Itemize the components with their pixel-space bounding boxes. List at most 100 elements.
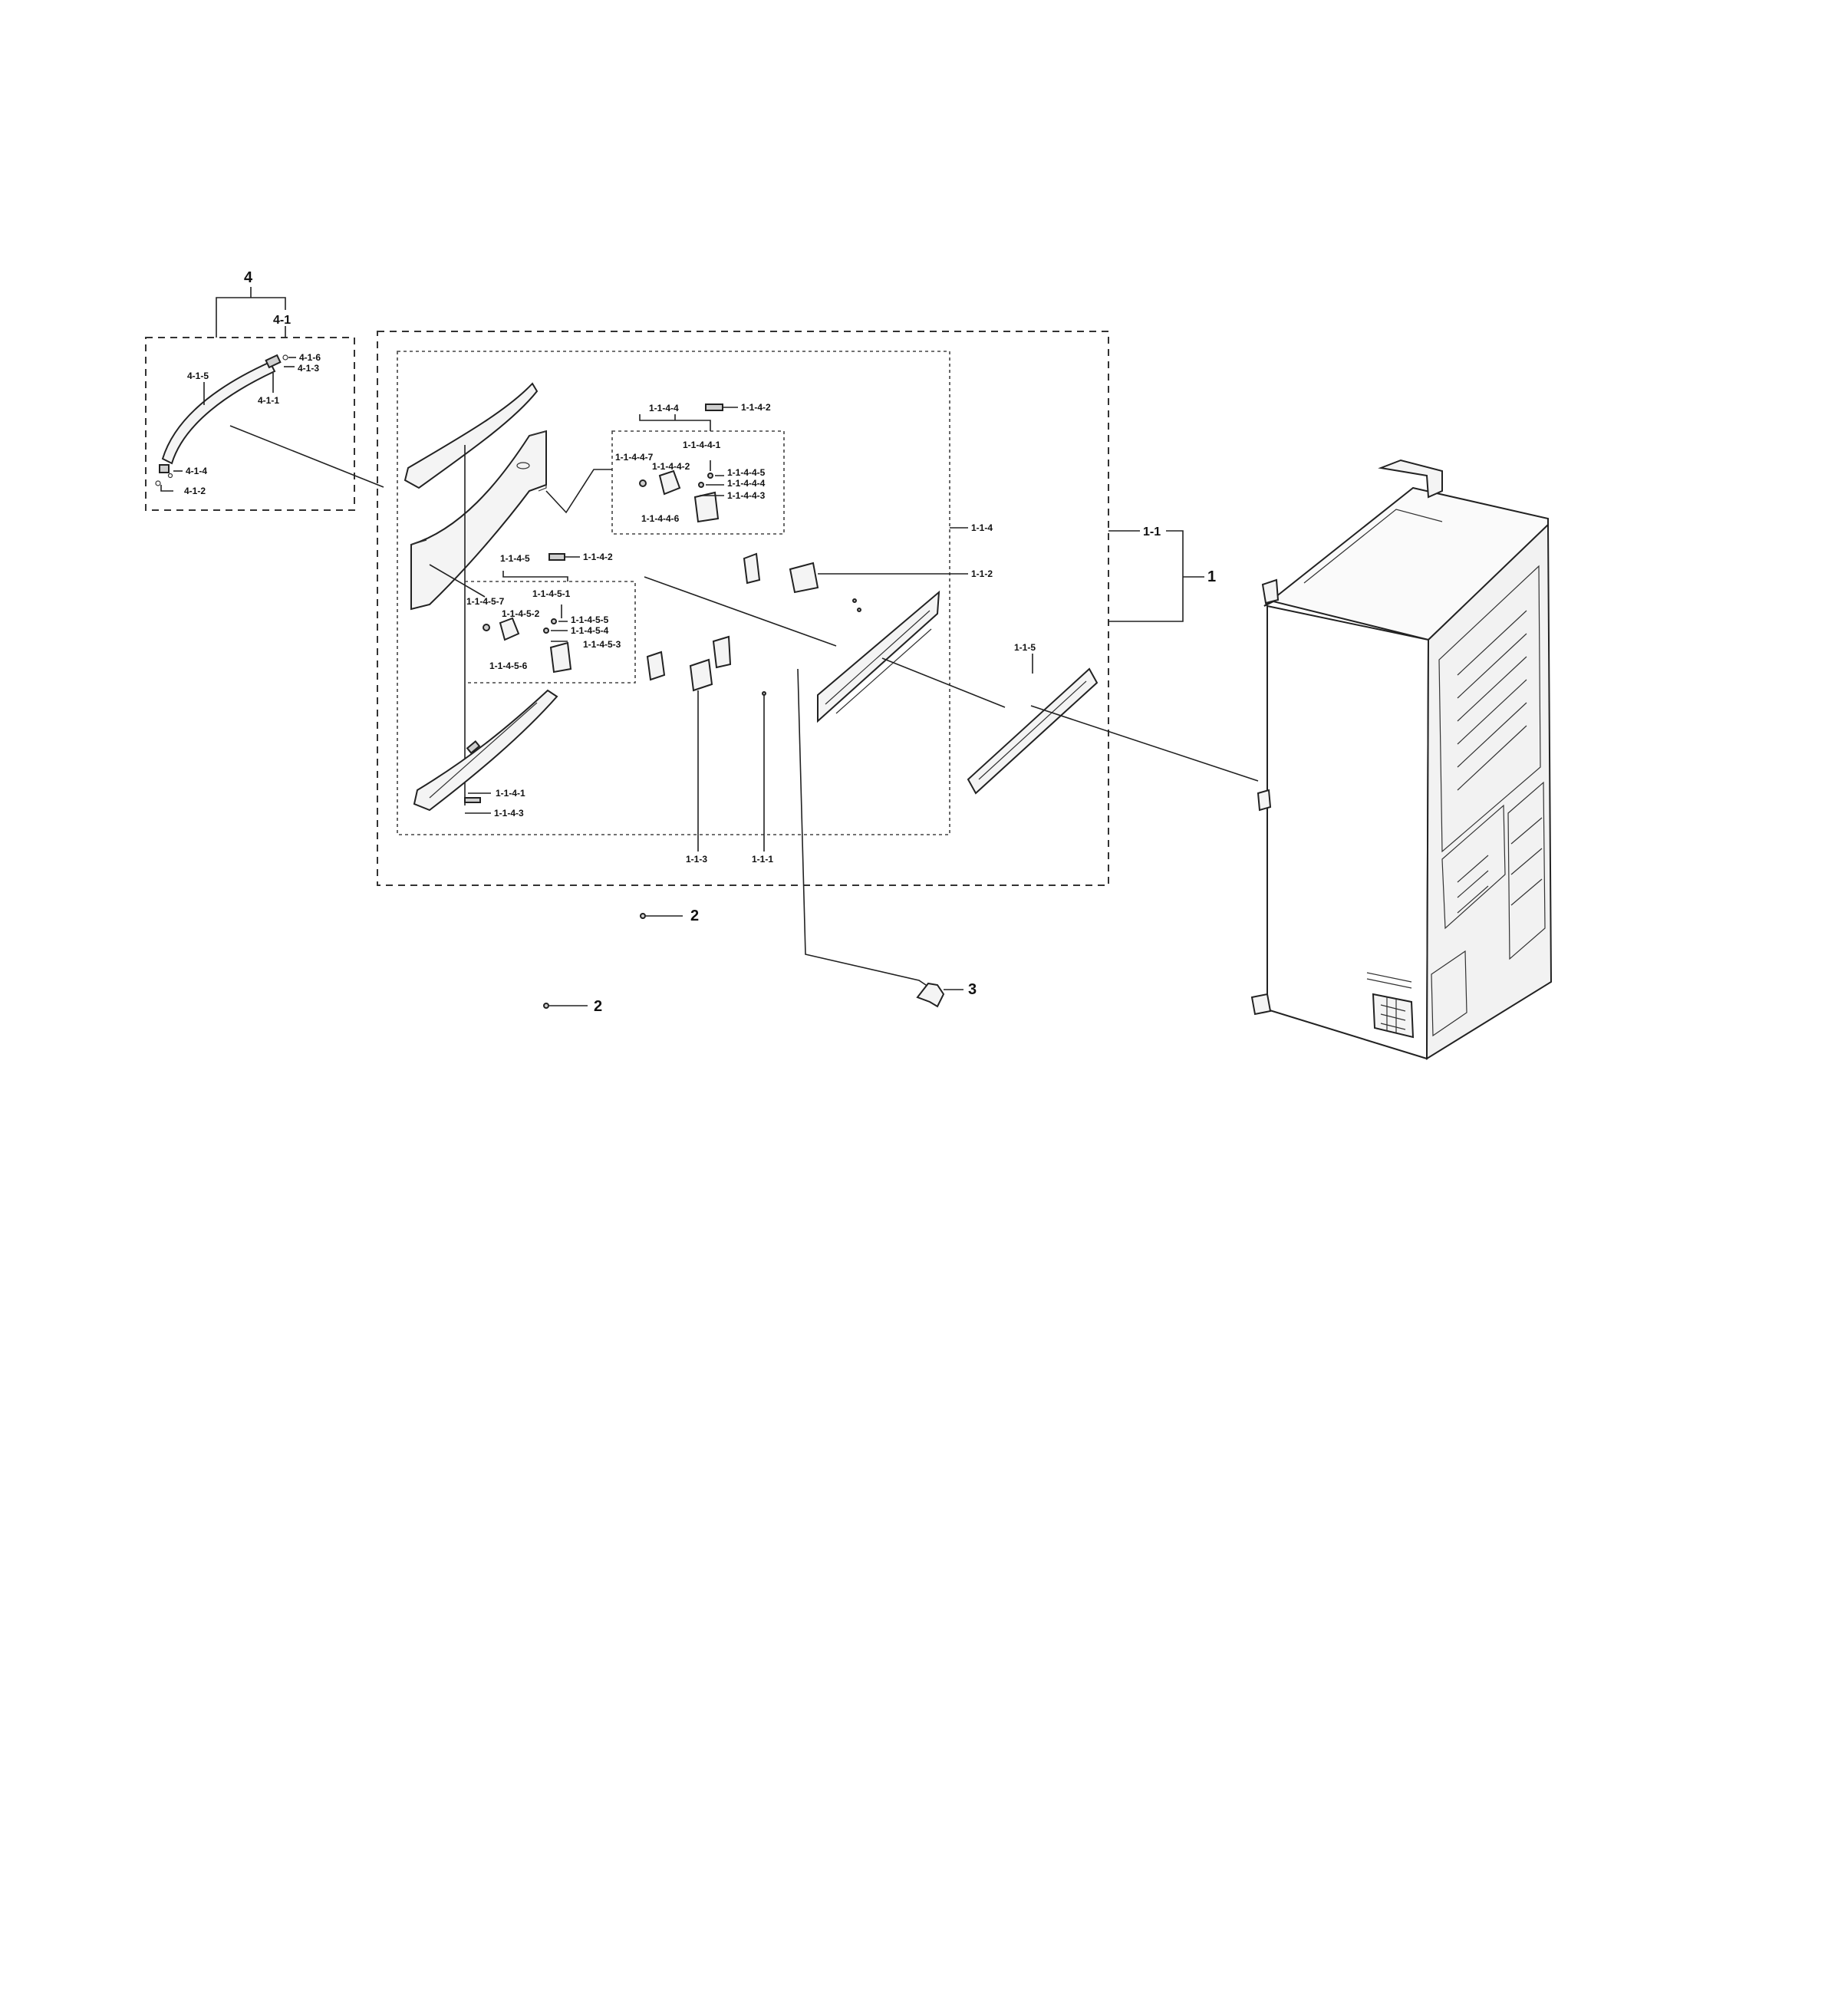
hinge-pin-cover <box>705 404 723 411</box>
label-1-1-4-2b: 1-1-4-2 <box>583 552 613 562</box>
handle-assembly-box <box>145 337 355 511</box>
top-hinge-bracket <box>1378 459 1443 499</box>
hinge-bracket <box>693 491 720 523</box>
label-1-1-4-4-4: 1-1-4-4-4 <box>727 478 766 489</box>
lower-cap-screw <box>464 797 481 803</box>
label-1-1-4-4-2: 1-1-4-4-2 <box>652 461 690 472</box>
screw-dot-2 <box>857 608 861 612</box>
rear-grille <box>1372 993 1415 1039</box>
handle-bar <box>161 361 276 465</box>
label-1-1-4-5: 1-1-4-5 <box>500 553 530 564</box>
label-2a: 2 <box>690 908 699 924</box>
assembly-1-1-4-box <box>397 351 950 835</box>
part-3-clip <box>916 982 945 1008</box>
top-rail <box>1303 509 1443 584</box>
hinge-screw <box>639 479 647 487</box>
label-1-1-4-4-1: 1-1-4-4-1 <box>683 440 721 450</box>
handle-connection-line <box>229 425 384 488</box>
assembly-1-1-outer-box <box>377 331 1109 886</box>
bracket-4 <box>216 287 286 338</box>
hinge-leaders <box>700 460 724 496</box>
top-left-hinge <box>1261 578 1280 604</box>
label-4-1-3: 4-1-3 <box>298 363 319 374</box>
upper-door-cap-edge <box>410 430 547 545</box>
rear-label-lines <box>1366 972 1412 989</box>
top-trim-strip <box>404 382 539 489</box>
door-gasket-inner <box>978 680 1087 780</box>
label-1-1-4-5-2: 1-1-4-5-2 <box>502 608 540 619</box>
upper-door-cap-lip <box>538 485 547 492</box>
handle-screw-bottom <box>155 480 161 486</box>
cabinet-side-face <box>1267 604 1430 1060</box>
hinge-spring <box>698 482 704 488</box>
screw-2b <box>543 1003 549 1009</box>
compressor-cover <box>1507 781 1546 960</box>
label-1-1: 1-1 <box>1143 525 1161 539</box>
label-1-1-4-4-7: 1-1-4-4-7 <box>615 452 654 463</box>
rear-grille-lines <box>1380 997 1406 1033</box>
label-4-1-2: 4-1-2 <box>184 486 206 496</box>
bracket-1-1-2 <box>789 562 819 594</box>
lower-hinge-screw <box>483 624 490 631</box>
label-4-1-6: 4-1-6 <box>299 352 321 363</box>
lower-hinge-leader-line <box>429 564 486 598</box>
refrigerator-cabinet <box>1250 459 1553 1060</box>
label-1-1-4-5-3: 1-1-4-5-3 <box>583 639 621 650</box>
lower-hinge-bracket <box>549 641 572 674</box>
door-panel-inner-edge <box>825 610 931 705</box>
screw-1-1-1 <box>762 691 766 696</box>
label-1-1-1: 1-1-1 <box>752 854 773 865</box>
lower-hinge-cam <box>499 617 520 641</box>
label-1-1-4-4-5: 1-1-4-4-5 <box>727 467 766 478</box>
lower-door-cap-ridge <box>429 702 538 799</box>
label-4-1: 4-1 <box>273 314 291 327</box>
label-1-1-4-5-4: 1-1-4-5-4 <box>571 625 609 636</box>
cabinet-back-face <box>1425 522 1553 1060</box>
lower-hinge-pin-cover <box>548 553 565 561</box>
label-1-1-4-4-3: 1-1-4-4-3 <box>727 490 766 501</box>
label-1-1-4-5-7: 1-1-4-5-7 <box>466 596 505 607</box>
label-1-1-4-2a: 1-1-4-2 <box>741 402 771 413</box>
lower-cap-clip <box>466 740 481 754</box>
side-hinge-pin <box>1257 789 1272 812</box>
handle-assembly-group: 4 4-1 4-1-5 4-1-6 4-1-3 4-1-1 4-1-4 4-1-… <box>145 269 384 511</box>
label-1-1-5: 1-1-5 <box>1014 642 1036 653</box>
handle-end-cap-top <box>265 354 282 369</box>
label-3: 3 <box>968 981 977 998</box>
label-1-1-4-5-5: 1-1-4-5-5 <box>571 614 609 625</box>
subassembly-1-1-4-5-box <box>464 581 636 684</box>
gasket-connection-line <box>881 657 1006 708</box>
screw-dot-1 <box>852 598 857 603</box>
label-4: 4 <box>244 269 253 286</box>
leader-4-1-2 <box>160 485 173 492</box>
loose-parts-group: 2 2 3 <box>543 908 977 1015</box>
label-1-1-4-4: 1-1-4-4 <box>649 403 679 413</box>
control-box <box>1441 804 1506 930</box>
upper-door-cap <box>410 430 547 611</box>
label-4-1-4: 4-1-4 <box>186 466 207 476</box>
handle-screw-top <box>282 354 288 361</box>
door-panel-inner-edge-2 <box>835 628 932 714</box>
label-1-1-4-5-1: 1-1-4-5-1 <box>532 588 571 599</box>
label-1-1-4-4-6: 1-1-4-4-6 <box>641 513 680 524</box>
label-1-1-4: 1-1-4 <box>971 522 993 533</box>
label-4-1-1: 4-1-1 <box>258 395 279 406</box>
hinge-cam <box>658 469 681 496</box>
control-box-lines <box>1457 855 1489 914</box>
condenser-coil-lines <box>1457 610 1527 791</box>
handle-washer <box>167 473 173 479</box>
bracket-1-1 <box>1108 530 1204 622</box>
label-1-1-3: 1-1-3 <box>686 854 707 865</box>
subassembly-1-1-4-4-box <box>611 430 785 535</box>
upper-cap-leader <box>545 469 612 514</box>
door-gasket <box>967 667 1099 795</box>
label-1-1-4-5-6: 1-1-4-5-6 <box>489 660 528 671</box>
panel-connection-line <box>644 576 837 647</box>
clip-b <box>646 651 666 681</box>
hinge-washer <box>707 473 713 479</box>
rear-lower-panel <box>1431 950 1467 1037</box>
leader-1-1-4-1-and-3 <box>465 792 491 814</box>
lower-hinge-leaders <box>551 604 568 642</box>
screw-2a <box>640 913 646 919</box>
